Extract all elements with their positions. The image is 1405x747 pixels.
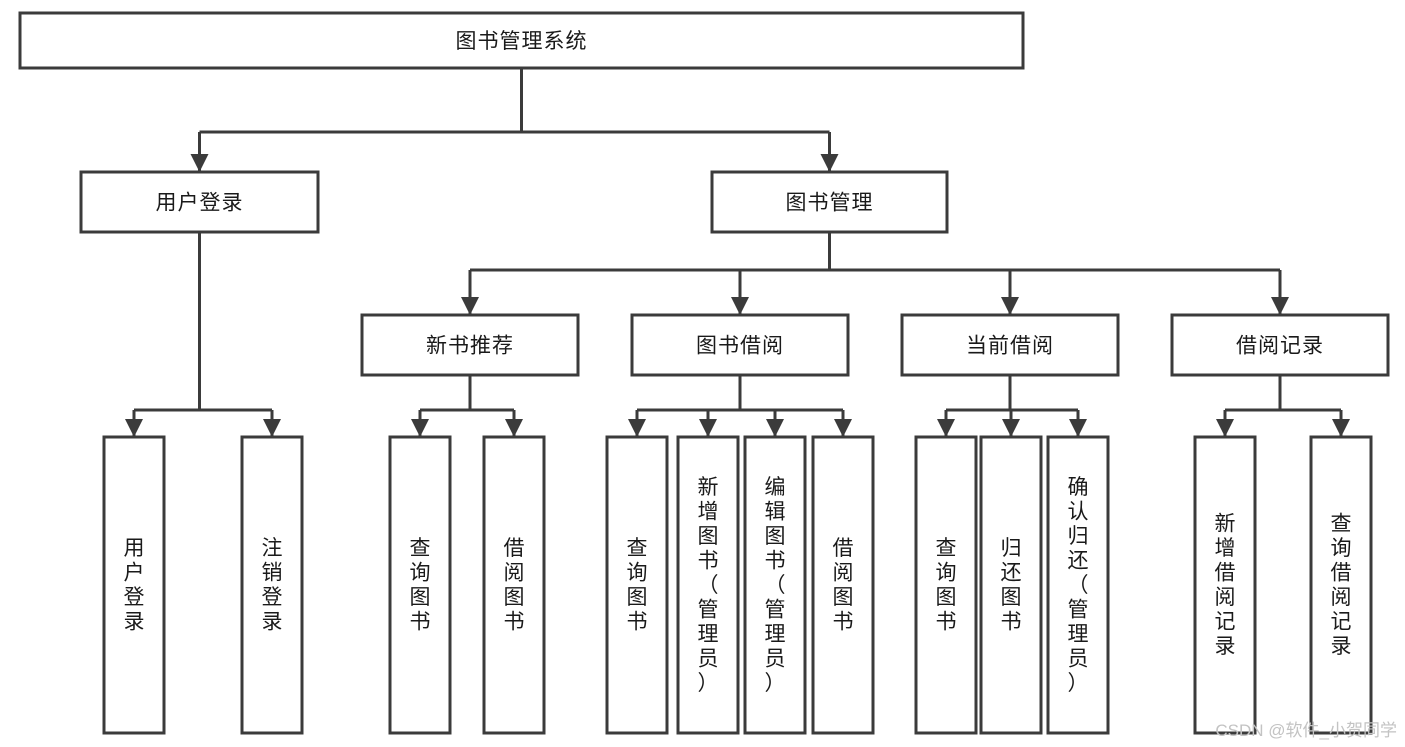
arrow-head-icon	[834, 419, 852, 437]
node-book-borrow[interactable]: 图书借阅	[630, 313, 850, 377]
node-box-root[interactable]	[18, 11, 1025, 70]
node-leaf-add-book[interactable]: 新增图书（管理员）	[676, 435, 740, 735]
arrow-head-icon	[411, 419, 429, 437]
node-box-leaf-logout[interactable]	[240, 435, 304, 735]
node-current-borrow[interactable]: 当前借阅	[900, 313, 1120, 377]
node-box-leaf-confirm-return[interactable]	[1046, 435, 1110, 735]
node-box-leaf-return-book[interactable]	[979, 435, 1043, 735]
node-box-book-borrow[interactable]	[630, 313, 850, 377]
node-leaf-return-book[interactable]: 归还图书	[979, 435, 1043, 735]
node-borrow-record[interactable]: 借阅记录	[1170, 313, 1390, 377]
node-new-book-recommend[interactable]: 新书推荐	[360, 313, 580, 377]
node-box-leaf-query-borrow-record[interactable]	[1309, 435, 1373, 735]
node-box-leaf-query-book-current[interactable]	[914, 435, 978, 735]
node-label-leaf-borrow-book-recommend: 借阅图书	[504, 537, 525, 634]
node-box-leaf-borrow-book-recommend[interactable]	[482, 435, 546, 735]
arrow-head-icon	[937, 419, 955, 437]
node-leaf-query-book-borrow[interactable]: 查询图书	[605, 435, 669, 735]
arrow-head-icon	[461, 297, 479, 315]
node-user-login[interactable]: 用户登录	[79, 170, 320, 234]
node-label-leaf-return-book: 归还图书	[1001, 537, 1022, 634]
connectors-layer	[125, 68, 1350, 437]
node-leaf-borrow-book-recommend[interactable]: 借阅图书	[482, 435, 546, 735]
node-book-management[interactable]: 图书管理	[710, 170, 949, 234]
node-label-leaf-edit-book: 编辑图书（管理员）	[765, 476, 786, 695]
node-label-user-login: 用户登录	[156, 192, 244, 215]
node-box-leaf-edit-book[interactable]	[743, 435, 807, 735]
node-leaf-query-book-current[interactable]: 查询图书	[914, 435, 978, 735]
node-root[interactable]: 图书管理系统	[18, 11, 1025, 70]
node-box-leaf-add-borrow-record[interactable]	[1193, 435, 1257, 735]
arrow-head-icon	[190, 154, 209, 172]
node-leaf-edit-book[interactable]: 编辑图书（管理员）	[743, 435, 807, 735]
arrow-head-icon	[699, 419, 717, 437]
node-box-leaf-borrow-book[interactable]	[811, 435, 875, 735]
node-box-book-management[interactable]	[710, 170, 949, 234]
node-box-user-login[interactable]	[79, 170, 320, 234]
arrow-head-icon	[1271, 297, 1289, 315]
node-leaf-query-borrow-record[interactable]: 查询借阅记录	[1309, 435, 1373, 735]
node-leaf-user-login[interactable]: 用户登录	[102, 435, 166, 735]
arrow-head-icon	[1216, 419, 1234, 437]
arrow-head-icon	[1002, 419, 1020, 437]
arrow-head-icon	[820, 154, 839, 172]
node-label-leaf-query-book-current: 查询图书	[936, 537, 957, 634]
node-leaf-borrow-book[interactable]: 借阅图书	[811, 435, 875, 735]
node-label-borrow-record: 借阅记录	[1236, 335, 1324, 358]
node-label-root: 图书管理系统	[456, 30, 588, 53]
node-label-leaf-query-borrow-record: 查询借阅记录	[1331, 513, 1352, 659]
node-leaf-query-book-recommend[interactable]: 查询图书	[388, 435, 452, 735]
node-label-leaf-add-borrow-record: 新增借阅记录	[1215, 513, 1236, 659]
node-box-borrow-record[interactable]	[1170, 313, 1390, 377]
arrow-head-icon	[766, 419, 784, 437]
node-label-leaf-query-book-recommend: 查询图书	[410, 537, 431, 634]
arrow-head-icon	[1001, 297, 1019, 315]
node-label-leaf-confirm-return: 确认归还（管理员）	[1068, 476, 1089, 695]
node-box-leaf-query-book-recommend[interactable]	[388, 435, 452, 735]
node-leaf-add-borrow-record[interactable]: 新增借阅记录	[1193, 435, 1257, 735]
arrow-head-icon	[731, 297, 749, 315]
node-label-book-management: 图书管理	[786, 192, 874, 215]
node-leaf-confirm-return[interactable]: 确认归还（管理员）	[1046, 435, 1110, 735]
node-box-new-book-recommend[interactable]	[360, 313, 580, 377]
arrow-head-icon	[263, 419, 281, 437]
node-box-leaf-query-book-borrow[interactable]	[605, 435, 669, 735]
node-box-current-borrow[interactable]	[900, 313, 1120, 377]
node-label-leaf-logout: 注销登录	[262, 537, 283, 634]
arrow-head-icon	[628, 419, 646, 437]
arrow-head-icon	[1332, 419, 1350, 437]
arrow-head-icon	[1069, 419, 1087, 437]
node-box-leaf-add-book[interactable]	[676, 435, 740, 735]
node-label-current-borrow: 当前借阅	[966, 335, 1054, 358]
node-label-leaf-add-book: 新增图书（管理员）	[698, 476, 719, 695]
arrow-head-icon	[125, 419, 143, 437]
node-label-leaf-borrow-book: 借阅图书	[833, 537, 854, 634]
node-label-leaf-query-book-borrow: 查询图书	[627, 537, 648, 634]
nodes-layer: 图书管理系统用户登录图书管理新书推荐图书借阅当前借阅借阅记录用户登录注销登录查询…	[18, 11, 1390, 735]
node-label-new-book-recommend: 新书推荐	[426, 335, 514, 358]
node-label-leaf-user-login: 用户登录	[124, 537, 145, 634]
node-box-leaf-user-login[interactable]	[102, 435, 166, 735]
node-leaf-logout[interactable]: 注销登录	[240, 435, 304, 735]
node-label-book-borrow: 图书借阅	[696, 335, 784, 358]
arrow-head-icon	[505, 419, 523, 437]
